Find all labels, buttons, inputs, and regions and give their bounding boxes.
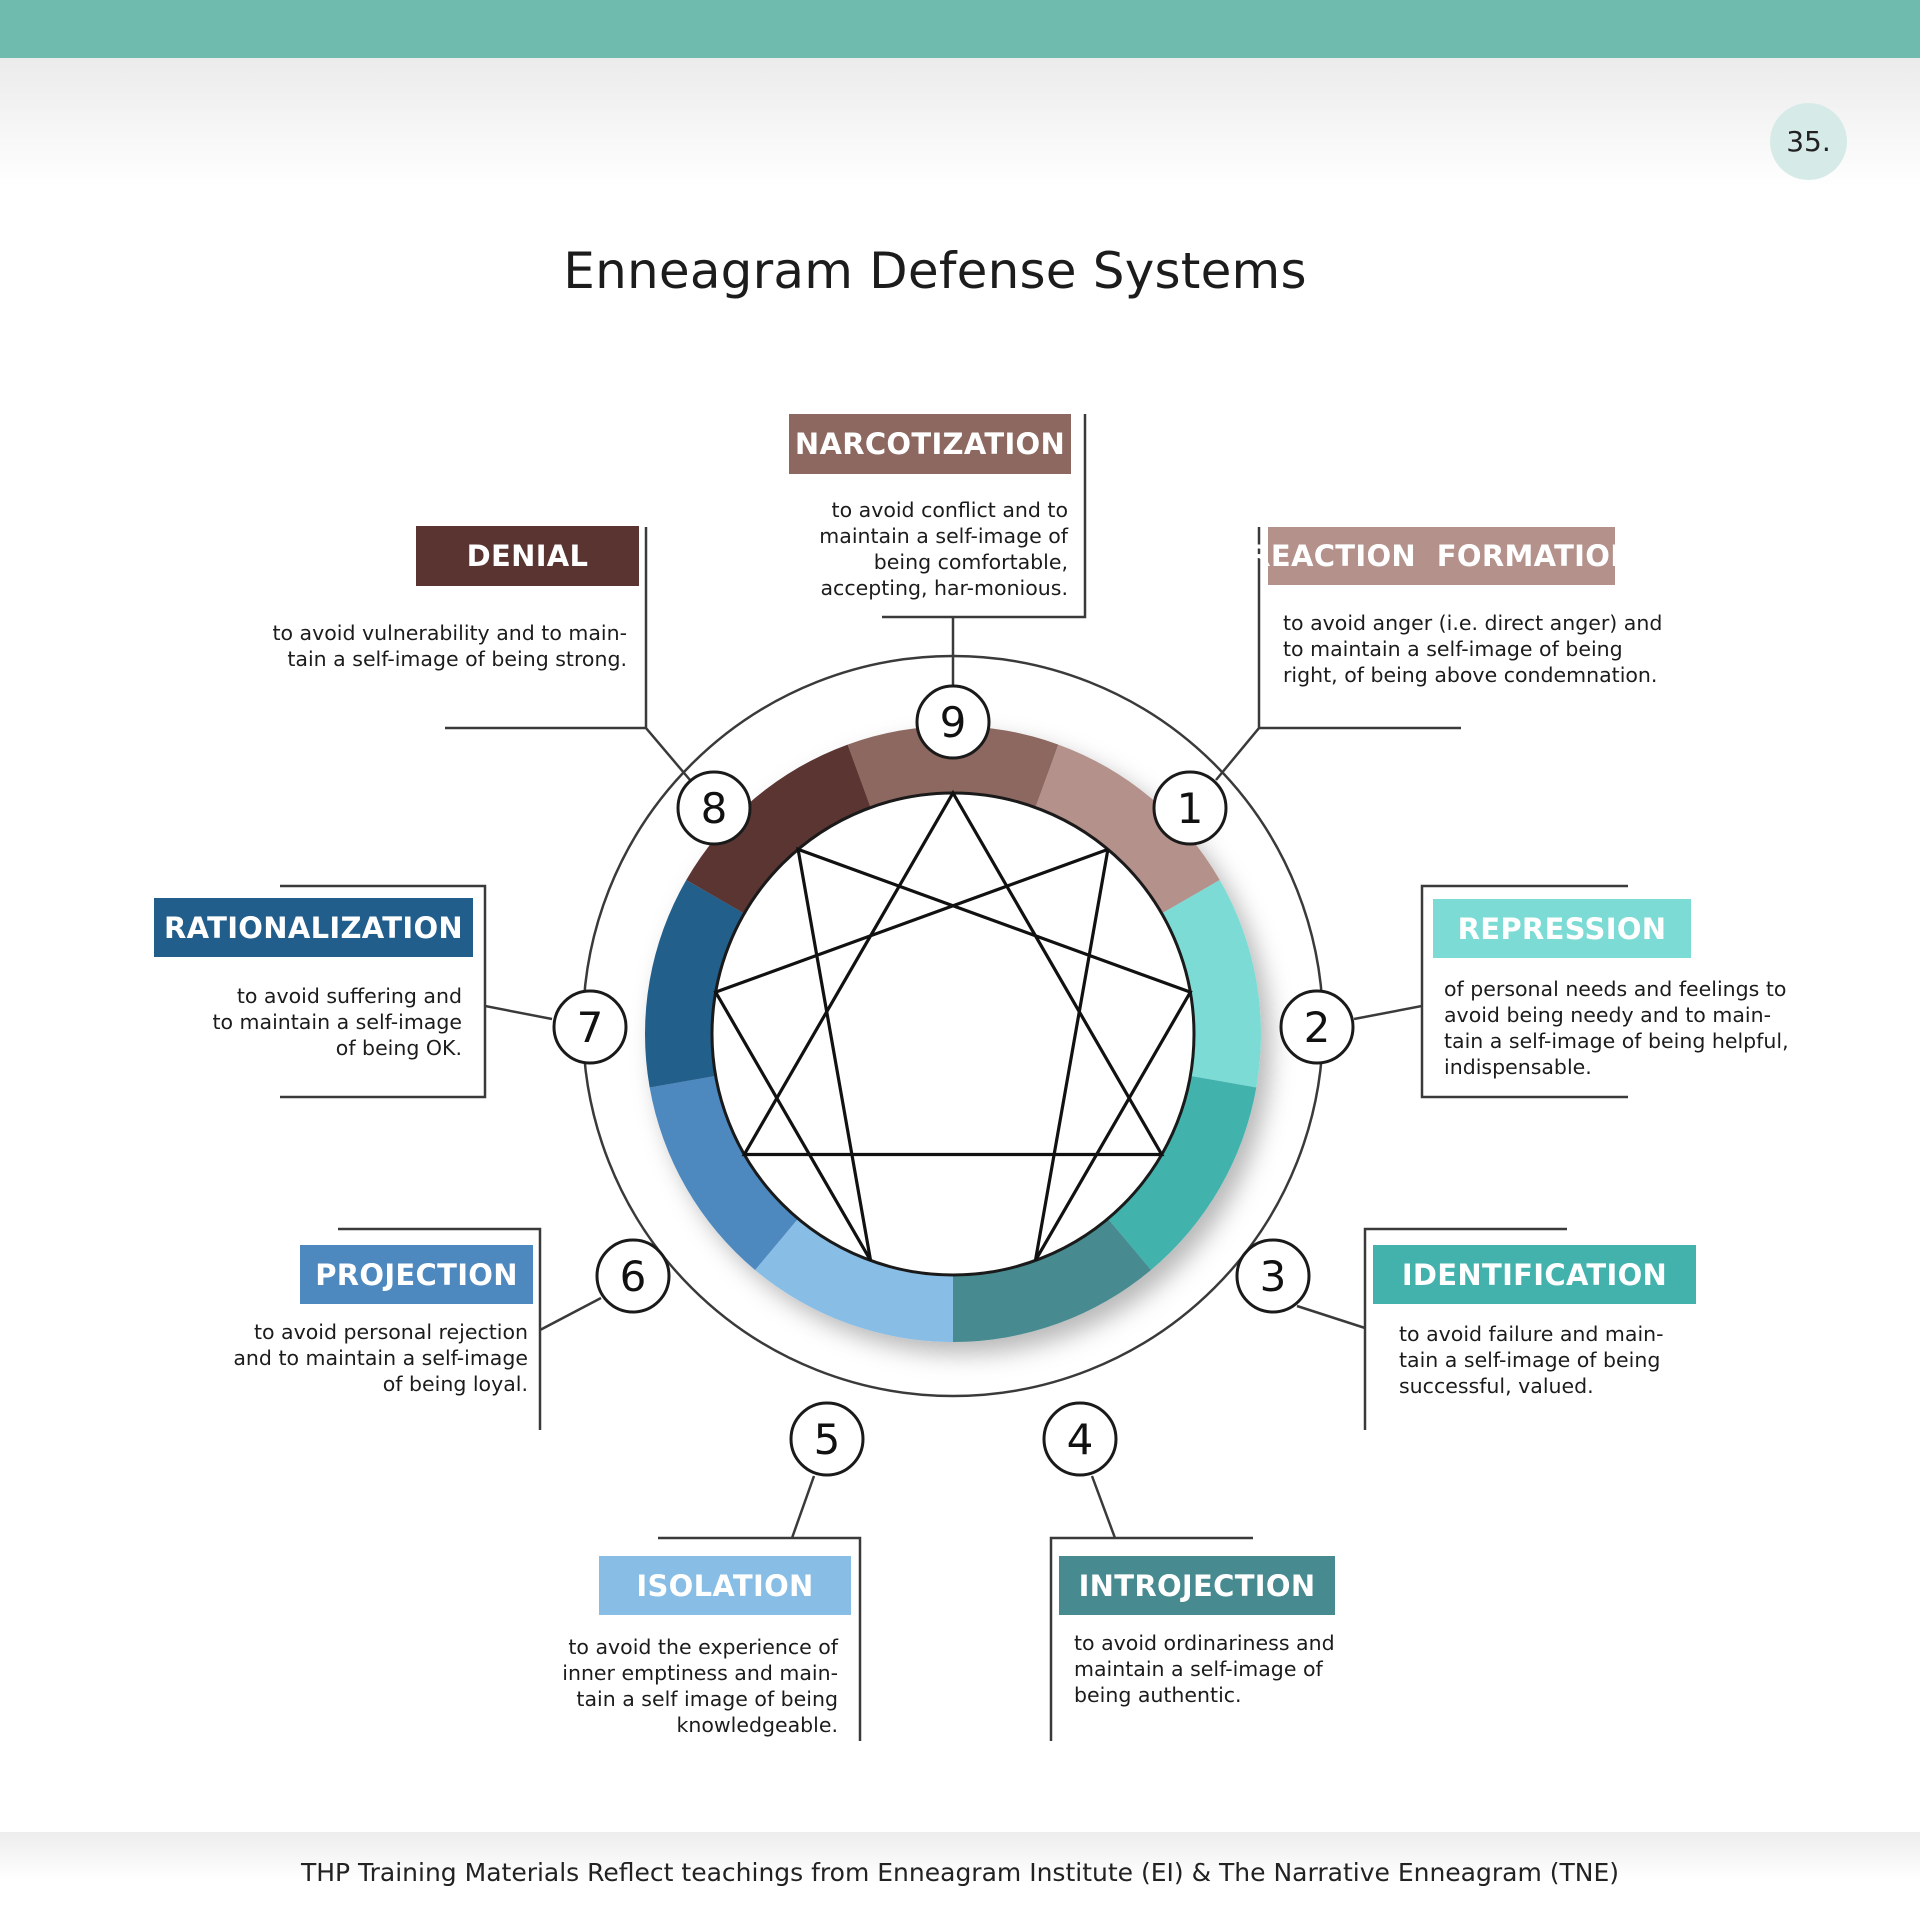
defense-desc-8: to avoid vulnerability and to main-tain … [272, 621, 627, 671]
defense-label-8: DENIAL [416, 526, 639, 586]
defense-label-5: ISOLATION [599, 1556, 851, 1615]
defense-label-2: REPRESSION [1433, 899, 1691, 958]
ring-segment-1 [1035, 744, 1220, 914]
defense-desc-1: to avoid anger (i.e. direct anger) and t… [1283, 611, 1663, 687]
defense-desc-7: to avoid suffering and to maintain a sel… [212, 984, 462, 1060]
defense-desc-4: to avoid ordinariness and maintain a sel… [1074, 1631, 1335, 1707]
ring-segment-7 [644, 880, 745, 1088]
leader-line-7 [280, 884, 553, 1099]
type-number-circle [1042, 1401, 1118, 1477]
type-number-3: 3 [1235, 1238, 1311, 1314]
type-number-circle [789, 1401, 865, 1477]
type-number-text: 3 [1260, 1252, 1287, 1301]
type-number-circle [1279, 989, 1355, 1065]
leader-line-9 [882, 414, 1087, 689]
number-circles: 1 2 3 4 5 6 7 8 9 [552, 684, 1355, 1477]
type-number-4: 4 [1042, 1401, 1118, 1477]
leader-line-1 [1215, 527, 1461, 781]
enneagram-lines [713, 789, 1193, 1262]
type-number-text: 7 [577, 1003, 604, 1052]
page-number: 35. [1786, 125, 1831, 158]
header-shadow [0, 58, 1920, 188]
leader-line-5 [658, 1475, 862, 1741]
leader-line-8 [445, 527, 691, 781]
defense-label-9: NARCOTIZATION [789, 414, 1071, 474]
defense-label-1: REACTION FORMATION [1248, 527, 1635, 585]
type-number-5: 5 [789, 1401, 865, 1477]
type-number-text: 4 [1067, 1415, 1094, 1464]
type-number-text: 9 [940, 698, 967, 747]
type-number-circle [915, 684, 991, 760]
ring-segment-5 [755, 1218, 953, 1342]
type-number-6: 6 [595, 1238, 671, 1314]
ring-segment-6 [649, 1075, 799, 1270]
page-footer: THP Training Materials Reflect teachings… [300, 1858, 1620, 1887]
leader-line-4 [1049, 1475, 1253, 1741]
header-bar [0, 0, 1920, 58]
enneagram-hexad [713, 846, 1193, 1262]
leader-line-2 [1353, 884, 1628, 1099]
leader-line-3 [1296, 1227, 1567, 1430]
ring-segment-9 [847, 725, 1059, 808]
ring-segment-8 [686, 744, 871, 914]
type-number-1: 1 [1152, 770, 1228, 846]
type-number-8: 8 [676, 770, 752, 846]
defense-color-ring [644, 725, 1261, 1342]
type-number-text: 1 [1177, 784, 1204, 833]
defense-label-7: RATIONALIZATION [154, 898, 473, 957]
defense-desc-3: to avoid failure and main-tain a self-im… [1399, 1322, 1664, 1398]
defense-desc-5: to avoid the experience of inner emptine… [562, 1635, 838, 1737]
type-number-text: 5 [814, 1415, 841, 1464]
defense-desc-2: of personal needs and feelings to avoid … [1444, 977, 1789, 1079]
type-number-circle [595, 1238, 671, 1314]
type-number-circle [676, 770, 752, 846]
type-number-text: 8 [701, 784, 728, 833]
inner-circle [710, 791, 1196, 1277]
type-number-text: 2 [1304, 1003, 1331, 1052]
type-number-circle [1235, 1238, 1311, 1314]
type-number-circle [1152, 770, 1228, 846]
page-number-badge: 35. [1770, 103, 1847, 180]
defense-desc-6: to avoid personal rejection and to maint… [233, 1320, 528, 1396]
type-number-circle [552, 989, 628, 1065]
defense-label-6: PROJECTION [300, 1245, 533, 1304]
type-number-2: 2 [1279, 989, 1355, 1065]
leader-lines [280, 414, 1628, 1741]
ring-segment-3 [1107, 1075, 1257, 1270]
footer-shadow [0, 1832, 1920, 1920]
defense-desc-9: to avoid conflict and to maintain a self… [819, 498, 1068, 600]
ring-segment-2 [1161, 880, 1261, 1088]
type-number-9: 9 [915, 684, 991, 760]
type-number-text: 6 [620, 1252, 647, 1301]
page-title: Enneagram Defense Systems [563, 242, 1307, 300]
defense-label-4: INTROJECTION [1059, 1556, 1335, 1615]
defense-label-3: IDENTIFICATION [1373, 1245, 1696, 1304]
ring-segment-4 [953, 1218, 1151, 1342]
enneagram-triangle [741, 789, 1165, 1157]
leader-line-6 [338, 1227, 602, 1430]
type-number-7: 7 [552, 989, 628, 1065]
